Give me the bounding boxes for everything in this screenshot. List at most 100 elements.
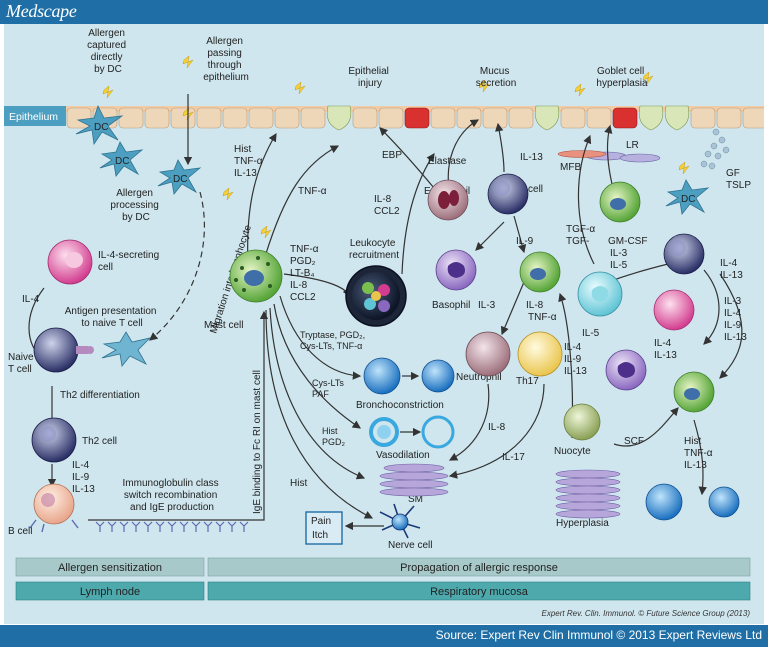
mfb-label: MFB <box>560 162 581 173</box>
injured-epithelial-cell <box>612 107 638 129</box>
ige-antibody <box>191 521 201 532</box>
scf-label: SCF <box>624 436 644 447</box>
panel-allergen-sensitization <box>15 557 205 577</box>
vasodilation-vessel-dilated <box>421 415 455 449</box>
ige-antibodies <box>95 521 249 532</box>
naive-t-label: Naive T cell <box>8 352 36 375</box>
ige-antibody <box>239 521 249 532</box>
svg-text:DC: DC <box>173 174 187 185</box>
hist-tnf-il13-label: Hist TNF-α IL-13 <box>234 144 265 179</box>
neutrophil <box>465 331 511 377</box>
dc-antigen-presenting <box>101 331 152 367</box>
nuocyte <box>563 403 601 441</box>
arrow-mast-hist <box>247 132 277 265</box>
arrow-mast-tnf <box>263 145 340 261</box>
epithelial-cell <box>586 107 612 129</box>
goblet-cell <box>638 105 664 131</box>
th2-cell-left-label: Th2 cell <box>82 436 117 447</box>
eosinophil <box>427 179 469 221</box>
lr-mfb-cells <box>557 150 661 163</box>
epithelial-cell <box>144 107 170 129</box>
th17-label: Th17 <box>516 376 539 387</box>
th2-cell <box>487 173 529 215</box>
allergen-icon <box>222 187 234 201</box>
arrow-il8-sm <box>448 383 490 461</box>
il-list-right-label: IL-3 IL-4 IL-9 IL-13 <box>724 296 747 343</box>
blue-cell-lower <box>645 483 683 521</box>
tslp-label: TSLP <box>726 180 751 191</box>
bronchoconstriction-cell <box>363 357 401 395</box>
mast-cell-lower-right <box>673 371 715 413</box>
arrow-tgf-goblet <box>604 124 615 193</box>
gm-csf-label: GM-CSF IL-3 IL-5 <box>608 236 650 271</box>
allergen-icons <box>102 55 690 239</box>
cyan-cell <box>577 271 623 317</box>
lr-label: LR <box>626 140 639 151</box>
bronchoconstriction-cell-contracted <box>421 359 455 393</box>
dc-migrating: DC <box>99 141 144 177</box>
epithelial-cell <box>196 107 222 129</box>
sm-label: SM <box>408 494 423 505</box>
allergen-icon <box>294 81 306 95</box>
smooth-muscle <box>379 463 449 497</box>
arrow-mast-neutro <box>500 281 525 336</box>
hist-right-label: Hist TNF-α IL-13 <box>684 436 715 471</box>
th2-cell-right <box>663 233 705 275</box>
ige-antibody <box>227 521 237 532</box>
epithelial-cell <box>430 107 456 129</box>
allergen-passing-label: Allergen passing through epithelium <box>203 36 249 83</box>
ige-antibody <box>179 521 189 532</box>
top-labels: Allergen captured directly by DC Allerge… <box>87 28 648 89</box>
antigen-presentation-label: Antigen presentation to naive T cell <box>65 306 160 329</box>
hyperplasia-label: Hyperplasia <box>556 518 609 529</box>
allergen-processing-label: Allergen processing by DC <box>110 188 161 223</box>
svg-text:Pain Itch: Pain Itch <box>311 516 334 541</box>
il4-secreting-label: IL-4-secreting cell <box>98 250 162 273</box>
epithelium-layer: Epithelium <box>4 105 764 131</box>
ige-antibody <box>215 521 225 532</box>
mast-cell-center <box>519 251 561 293</box>
arrow-tryptase <box>279 295 362 380</box>
epithelial-injury-label: Epithelial injury <box>348 66 391 89</box>
epithelial-cell <box>508 107 534 129</box>
bronchoconstriction-label: Bronchoconstriction <box>356 400 444 411</box>
arrow-th2-il9 <box>513 215 527 254</box>
medscape-logo: Medscape <box>6 1 77 21</box>
goblet-cell <box>534 105 560 131</box>
gf-particles <box>700 128 730 170</box>
basophil <box>435 249 477 291</box>
tnf-mid-label: TNF-α <box>528 312 557 323</box>
pink-cell-right <box>653 289 695 331</box>
il3-label: IL-3 <box>478 300 496 311</box>
section-panels: Allergen sensitization Propagation of al… <box>15 557 751 601</box>
dc-captured: DC <box>75 104 124 146</box>
epithelial-cell <box>456 107 482 129</box>
il13-top-label: IL-13 <box>520 152 543 163</box>
allergen-icon <box>574 83 586 97</box>
il4-label: IL-4 <box>22 294 40 305</box>
basophil-label: Basophil <box>432 300 470 311</box>
ige-antibody <box>119 521 129 532</box>
cys-paf-label: Cys-LTs PAF <box>312 378 346 399</box>
dc-processing: DC <box>157 159 202 195</box>
footer-bar: Source: Expert Rev Clin Immunol © 2013 E… <box>0 625 768 647</box>
svg-text:DC: DC <box>681 194 695 205</box>
vasodilation-vessel <box>369 417 399 447</box>
mucus-secretion-label: Mucus secretion <box>476 66 517 89</box>
diagram-canvas: Epithelium Allergen captured <box>4 24 764 624</box>
lr-cell <box>619 153 661 163</box>
arrow-hist-nerve <box>265 309 374 519</box>
mast-cell <box>229 249 283 303</box>
epithelial-cell <box>222 107 248 129</box>
dc-right: DC <box>665 179 710 215</box>
il4-secreting-cell <box>47 239 93 285</box>
copyright-credit: Expert Rev. Clin. Immunol. © Future Scie… <box>542 609 751 618</box>
arrow-il-right <box>703 269 720 345</box>
epithelial-cell <box>482 107 508 129</box>
svg-text:Lymph node: Lymph node <box>80 586 140 598</box>
leukocyte-vessel <box>345 265 407 327</box>
tgf-label: TGF-α TGF- <box>566 224 598 247</box>
b-cell-label: B cell <box>8 526 32 537</box>
immune-cells: Pain Itch <box>29 173 740 545</box>
